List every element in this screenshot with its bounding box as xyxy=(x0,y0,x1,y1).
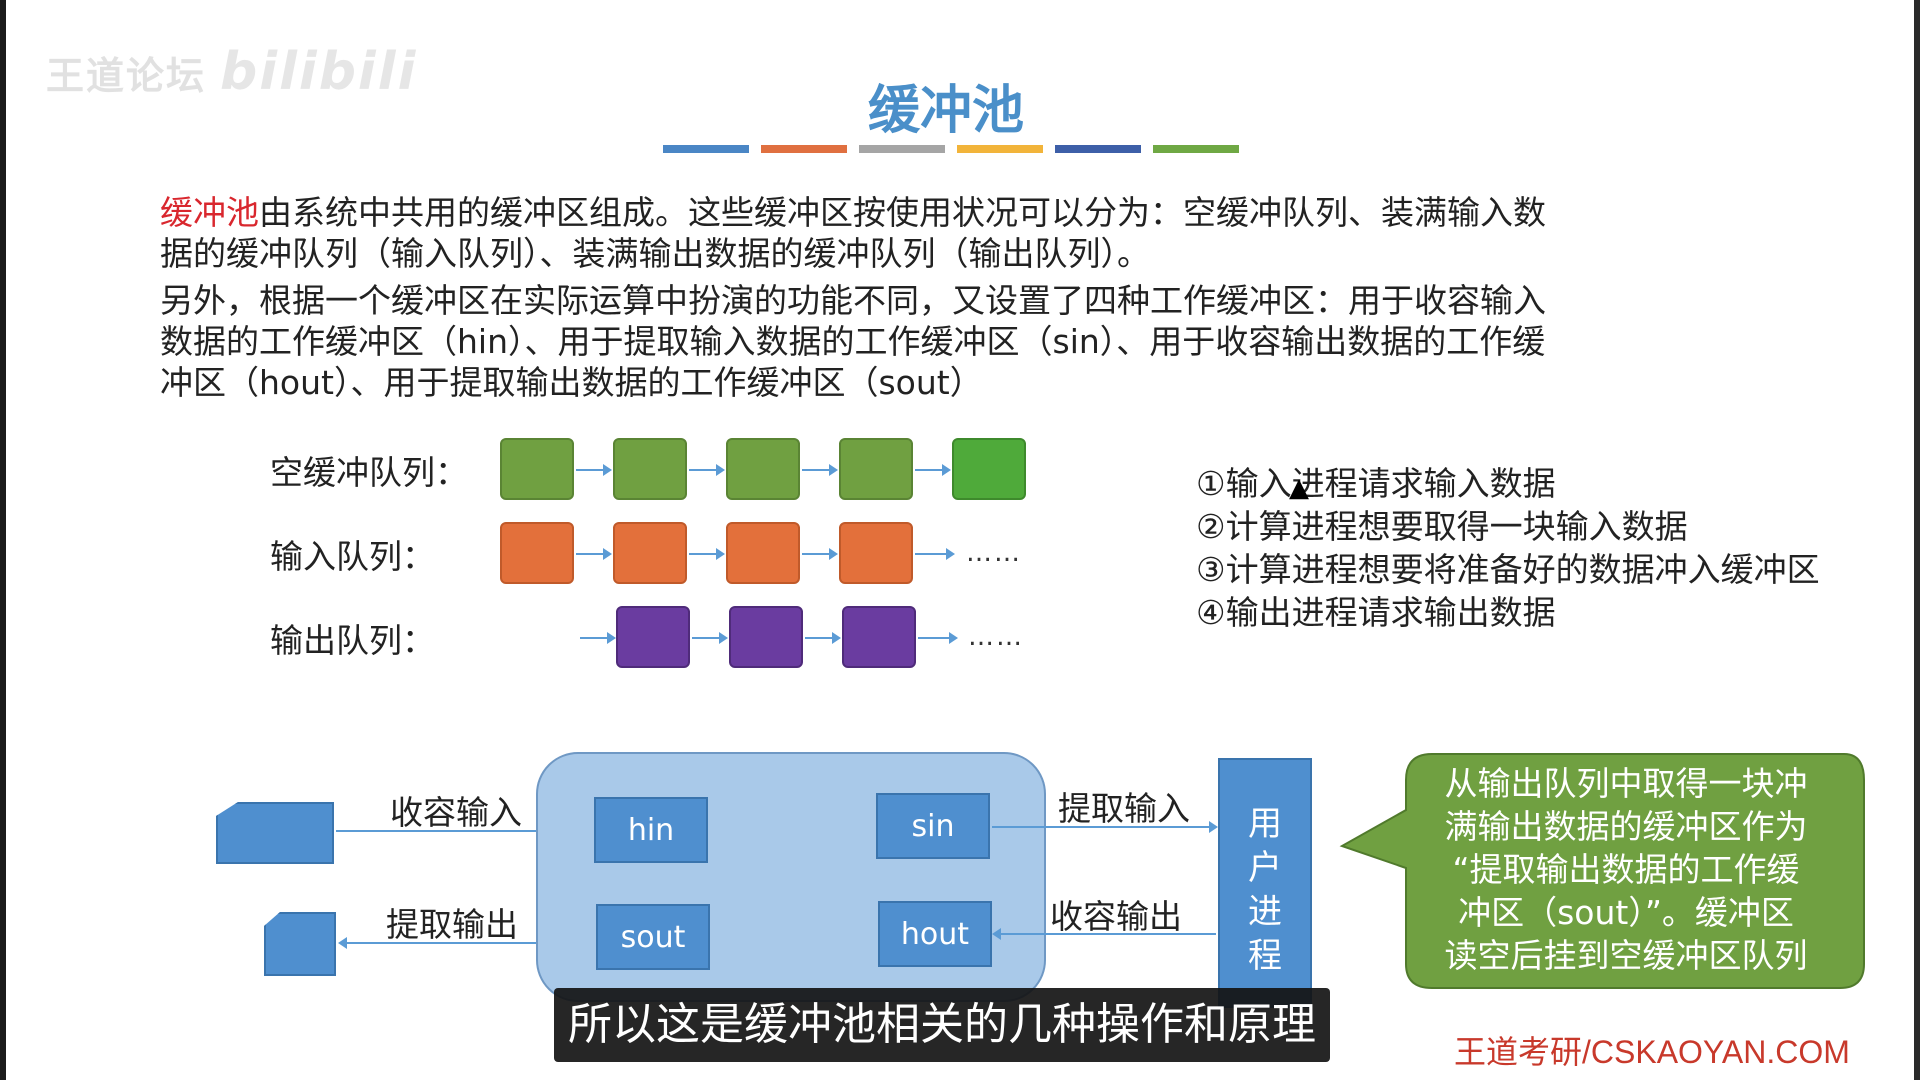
hin-buffer: hin xyxy=(594,797,708,863)
output-buffer-block xyxy=(616,606,690,668)
collect-output-arrow xyxy=(992,928,1216,940)
empty-buffer-block xyxy=(839,438,913,500)
input-buffer-block xyxy=(613,522,687,584)
title-bar-2 xyxy=(761,145,847,153)
extract-output-label: 提取输出 xyxy=(386,905,518,944)
sin-buffer: sin xyxy=(876,793,990,859)
title-bar-5 xyxy=(1055,145,1141,153)
queue-arrow xyxy=(918,632,958,644)
queue-arrow xyxy=(805,632,841,644)
step-2: ②计算进程想要取得一块输入数据 xyxy=(1196,507,1688,546)
empty-buffer-block xyxy=(726,438,800,500)
input-device xyxy=(216,802,334,864)
queue-arrow xyxy=(689,464,725,476)
callout-line-3: “提取输出数据的工作缓 xyxy=(1452,850,1800,889)
input-queue-ellipsis: …… xyxy=(966,538,1022,568)
intro-line-2: 据的缓冲队列（输入队列）、装满输出数据的缓冲队列（输出队列）。 xyxy=(160,234,1150,273)
collect-input-label: 收容输入 xyxy=(390,793,522,832)
input-buffer-block xyxy=(500,522,574,584)
empty-buffer-block xyxy=(613,438,687,500)
steps-list: ①输入进程请求输入数据 ②计算进程想要取得一块输入数据 ③计算进程想要将准备好的… xyxy=(1196,462,1820,634)
user-process-char-1: 用 xyxy=(1248,804,1282,844)
output-buffer-block xyxy=(729,606,803,668)
intro-paragraph: 缓冲池由系统中共用的缓冲区组成。这些缓冲区按使用状况可以分为：空缓冲队列、装满输… xyxy=(160,192,1720,274)
extract-input-label: 提取输入 xyxy=(1058,789,1190,828)
queue-arrow xyxy=(576,464,612,476)
hout-buffer: hout xyxy=(878,901,992,967)
mouse-cursor-icon: ▲ xyxy=(1289,473,1309,503)
title-bar-6 xyxy=(1153,145,1239,153)
callout-line-2: 满输出数据的缓冲区作为 xyxy=(1444,807,1808,846)
intro-line-1: 缓冲池由系统中共用的缓冲区组成。这些缓冲区按使用状况可以分为：空缓冲队列、装满输… xyxy=(160,192,1720,233)
output-device xyxy=(264,912,336,976)
user-process: 用 户 进 程 xyxy=(1218,758,1312,1008)
callout-bubble xyxy=(1339,753,1865,989)
user-process-char-4: 程 xyxy=(1248,936,1282,976)
empty-buffer-block xyxy=(500,438,574,500)
empty-buffer-block xyxy=(952,438,1026,500)
queue-arrow xyxy=(576,548,612,560)
work-buffer-paragraph: 另外，根据一个缓冲区在实际运算中扮演的功能不同，又设置了四种工作缓冲区：用于收容… xyxy=(160,280,1720,403)
title-underline xyxy=(663,145,1239,153)
queue-arrow xyxy=(689,548,725,560)
empty-queue-label: 空缓冲队列： xyxy=(270,453,468,492)
buffer-pool-term: 缓冲池 xyxy=(160,193,259,232)
queue-arrow xyxy=(580,632,616,644)
page-title: 缓冲池 xyxy=(867,81,1024,141)
callout-line-5: 读空后挂到空缓冲区队列 xyxy=(1444,936,1808,975)
user-process-char-2: 户 xyxy=(1248,848,1282,888)
input-queue-label: 输入队列： xyxy=(270,537,435,576)
output-buffer-block xyxy=(842,606,916,668)
queue-arrow xyxy=(802,464,838,476)
video-subtitle: 所以这是缓冲池相关的几种操作和原理 xyxy=(554,988,1330,1062)
collect-output-label: 收容输出 xyxy=(1050,897,1182,936)
callout-line-4: 冲区（sout）”。缓冲区 xyxy=(1458,893,1794,932)
queue-arrow xyxy=(692,632,728,644)
work-buffer-line-3: 冲区（hout）、用于提取输出数据的工作缓冲区（sout） xyxy=(160,363,983,402)
watermark: 王道论坛 bilibili xyxy=(46,42,417,102)
user-process-char-3: 进 xyxy=(1248,892,1282,932)
title-bar-1 xyxy=(663,145,749,153)
title-bar-3 xyxy=(859,145,945,153)
output-queue-ellipsis: …… xyxy=(968,622,1024,652)
callout-text: 从输出队列中取得一块冲 满输出数据的缓冲区作为 “提取输出数据的工作缓 冲区（s… xyxy=(1406,762,1846,977)
watermark-site: 王道论坛 xyxy=(46,54,207,98)
step-4: ④输出进程请求输出数据 xyxy=(1196,593,1556,632)
queue-arrow xyxy=(802,548,838,560)
queue-arrow xyxy=(915,548,955,560)
title-bar-4 xyxy=(957,145,1043,153)
brand-footer: 王道考研/CSKAOYAN.COM xyxy=(1454,1034,1850,1070)
step-3: ③计算进程想要将准备好的数据冲入缓冲区 xyxy=(1196,550,1820,589)
extract-input-arrow xyxy=(992,821,1218,833)
output-queue-label: 输出队列： xyxy=(270,621,435,660)
queue-arrow xyxy=(915,464,951,476)
bilibili-logo: bilibili xyxy=(220,42,418,102)
work-buffer-line-1: 另外，根据一个缓冲区在实际运算中扮演的功能不同，又设置了四种工作缓冲区：用于收容… xyxy=(160,281,1546,320)
extract-output-arrow xyxy=(338,937,594,949)
intro-line-1-text: 由系统中共用的缓冲区组成。这些缓冲区按使用状况可以分为：空缓冲队列、装满输入数 xyxy=(259,193,1546,232)
sout-buffer: sout xyxy=(596,904,710,970)
step-1: ①输入进程请求输入数据 xyxy=(1196,464,1556,503)
input-buffer-block xyxy=(726,522,800,584)
work-buffer-line-2: 数据的工作缓冲区（hin）、用于提取输入数据的工作缓冲区（sin）、用于收容输出… xyxy=(160,322,1546,361)
right-edge xyxy=(1914,0,1920,1080)
callout-line-1: 从输出队列中取得一块冲 xyxy=(1444,764,1808,803)
input-buffer-block xyxy=(839,522,913,584)
